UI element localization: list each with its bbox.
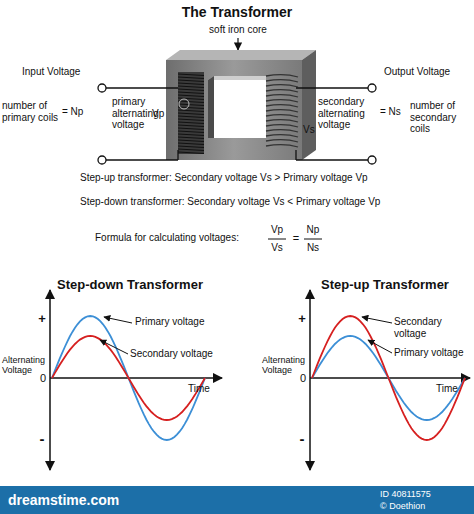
graph-title: Step-down Transformer (40, 278, 220, 293)
curve-label: Primary voltage (135, 316, 225, 328)
voltage-label: secondary alternating voltage (318, 96, 380, 131)
axis-label: Time (188, 383, 224, 395)
note: Step-down transformer: Secondary voltage… (80, 196, 410, 208)
coil-label: number of secondary coils (410, 100, 472, 135)
graph-title: Step-up Transformer (300, 278, 470, 293)
curve-label: Primary voltage (394, 347, 472, 359)
axis-sign: + (296, 312, 308, 327)
terminal-label: Input Voltage (22, 66, 102, 78)
axis-sign: - (36, 430, 48, 447)
terminal-label: Output Voltage (384, 66, 470, 78)
formula-term: Ns (304, 242, 322, 254)
axis-value: 0 (298, 372, 308, 385)
formula-term: Vp (268, 224, 286, 236)
curve-label: Secondary voltage (130, 348, 226, 360)
symbol: Vs (303, 124, 323, 136)
symbol: = Ns (380, 106, 410, 118)
title: The Transformer (162, 4, 312, 20)
coil-label: number of primary coils (2, 100, 64, 123)
axis-sign: - (296, 430, 308, 447)
watermark: dreamstime.com (8, 492, 148, 508)
symbol: Vp (152, 108, 172, 120)
watermark: ID 40811575 (380, 489, 470, 499)
axis-label: Time (436, 383, 470, 395)
axis-value: 0 (38, 372, 48, 385)
curve-label: Secondary voltage (394, 316, 472, 339)
symbol: = Np (62, 106, 96, 118)
watermark: © Doethion (380, 501, 470, 511)
axis-sign: + (36, 312, 48, 327)
part-name: soft iron core (198, 24, 278, 36)
note: Step-up transformer: Secondary voltage V… (80, 172, 410, 184)
note: Formula for calculating voltages: (95, 232, 265, 244)
formula-term: Vs (268, 242, 286, 254)
formula-term: Np (304, 224, 322, 236)
formula-term: = (289, 232, 303, 245)
